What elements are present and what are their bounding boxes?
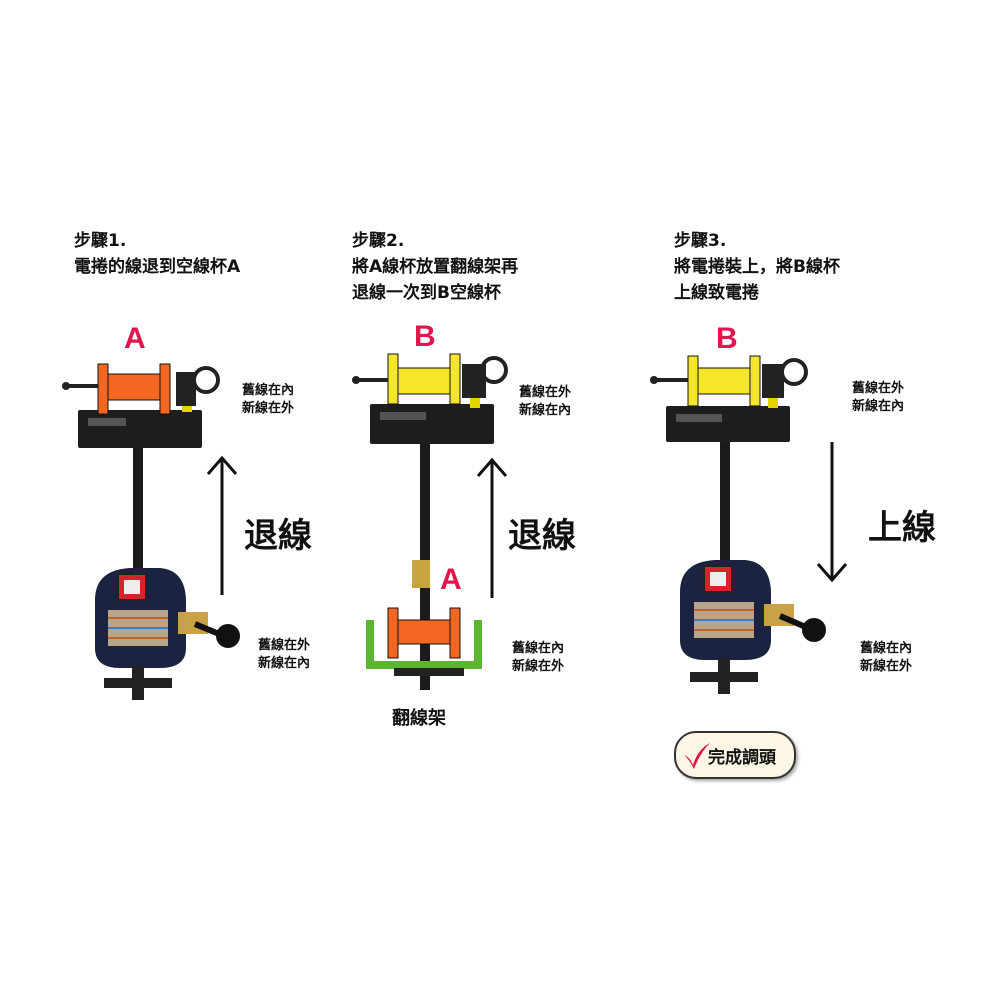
step3-title: 步驟3. 將電捲裝上，將B線杯 上線致電捲 — [674, 231, 840, 303]
step3-electric-reel — [680, 560, 826, 694]
step2-spool — [387, 353, 461, 405]
step1-rod — [133, 440, 143, 580]
step2-action-label: 退線 — [508, 516, 576, 556]
step2-title: 步驟2. 將A線杯放置翻線架再 退線一次到B空線杯 — [352, 231, 519, 303]
step3-bottom-note: 舊線在內 新線在外 — [860, 641, 913, 674]
step2-cradle-caption: 翻線架 — [392, 708, 446, 729]
step1-spooler-label — [88, 418, 126, 426]
completion-badge: 完成調頭 — [674, 731, 796, 779]
step3-spool-letter: B — [716, 322, 738, 355]
step1-action-label: 退線 — [244, 516, 312, 556]
step3-top-note: 舊線在外 新線在內 — [852, 381, 905, 414]
step1-bottom-note: 舊線在外 新線在內 — [258, 638, 311, 671]
step1-top-note: 舊線在內 新線在外 — [242, 383, 295, 416]
step2-bottom-note: 舊線在內 新線在外 — [512, 641, 565, 674]
step3-rod — [720, 436, 730, 566]
step1-title: 步驟1. 電捲的線退到空線杯A — [74, 231, 241, 277]
step3-arrow-down-icon — [816, 442, 848, 583]
step3-spool — [687, 355, 761, 407]
step2-flip-cradle — [366, 607, 482, 676]
step1-spool-letter: A — [124, 322, 146, 355]
step3-spooler-base — [666, 406, 790, 442]
step2-top-note: 舊線在外 新線在內 — [519, 385, 572, 418]
step1-spool — [97, 363, 171, 415]
step1-arrow-up-icon — [206, 455, 238, 595]
checkmark-icon — [684, 743, 710, 769]
step3-action-label: 上線 — [868, 508, 936, 548]
step3-spooler-crank — [780, 358, 808, 386]
step1-electric-reel — [95, 568, 240, 700]
step2-arrow-up-icon — [476, 457, 508, 598]
step2-bottom-letter: A — [440, 563, 462, 596]
step2-spool-a — [395, 619, 453, 645]
completion-badge-label: 完成調頭 — [708, 747, 776, 768]
step2-spool-letter: B — [414, 320, 436, 353]
